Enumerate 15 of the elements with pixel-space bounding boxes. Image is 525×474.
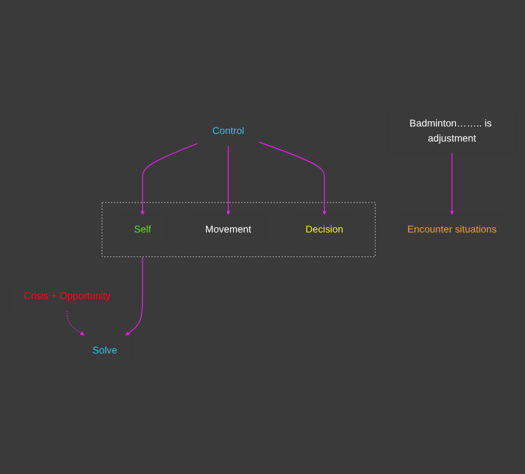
node-text: Crisis + Opportunity [24, 290, 111, 302]
node-text: Self [134, 224, 152, 236]
node-text: Control [212, 126, 244, 136]
node-text: Solve [92, 344, 118, 356]
arrow [226, 145, 230, 216]
arrow [258, 142, 327, 216]
cluster [102, 202, 376, 257]
node-text: Movement [205, 224, 252, 236]
arrow [140, 142, 198, 216]
node-text: Encounter situations [407, 224, 497, 236]
arrow [66, 310, 84, 336]
arrow [125, 256, 144, 336]
node-text: Decision [305, 224, 344, 236]
arrow [450, 152, 454, 216]
node-text: Badminton…….. is adjustment [410, 118, 492, 144]
